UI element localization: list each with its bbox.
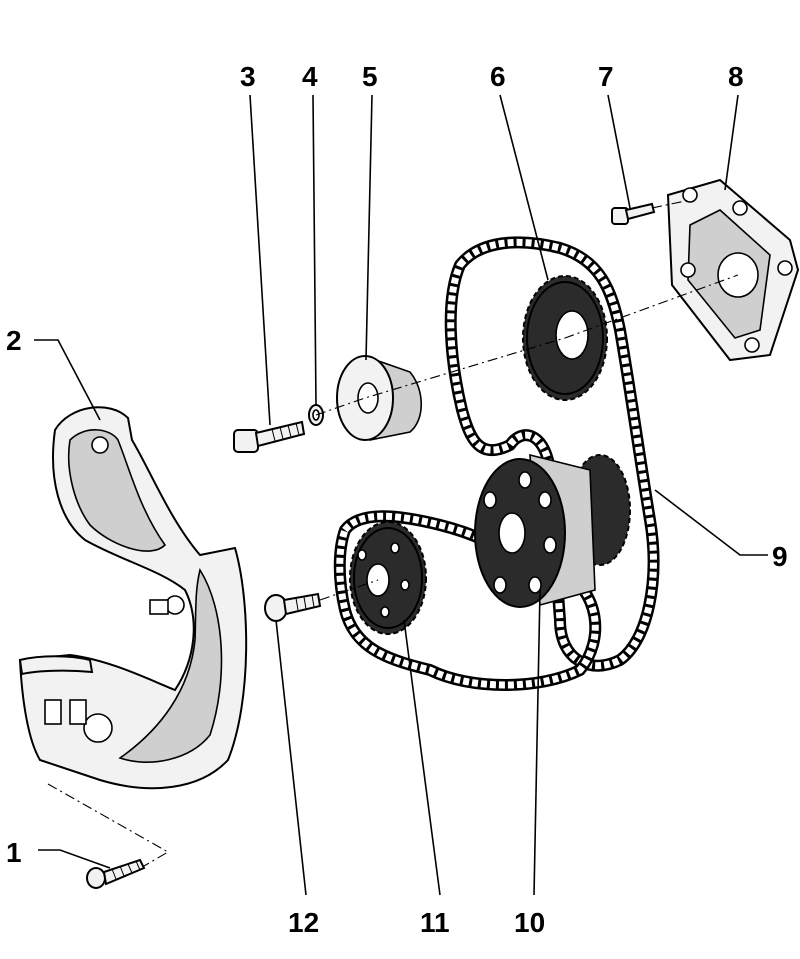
callout-7: 7 bbox=[598, 61, 614, 92]
axis-line-upper-bolt bbox=[651, 199, 691, 209]
axis-line-upper bbox=[315, 274, 739, 416]
cover-plate-8-part bbox=[666, 178, 800, 362]
callout-12: 12 bbox=[288, 907, 319, 938]
leader-4 bbox=[312, 94, 317, 406]
leader-12 bbox=[275, 619, 307, 896]
callout-2: 2 bbox=[6, 325, 22, 356]
bolt-1-axis-line bbox=[47, 783, 170, 867]
callout-labels: 1 2 3 4 5 6 7 8 9 10 11 12 bbox=[6, 61, 788, 938]
callout-9: 9 bbox=[772, 541, 788, 572]
leader-9 bbox=[654, 489, 768, 556]
upper-sprocket-6-part bbox=[522, 275, 608, 401]
crank-sprocket-11-part bbox=[349, 521, 427, 635]
leader-2 bbox=[34, 339, 101, 421]
bolt-7-part bbox=[611, 202, 656, 225]
leader-7 bbox=[607, 94, 631, 209]
callout-1: 1 bbox=[6, 837, 22, 868]
leader-8 bbox=[724, 94, 739, 191]
callout-10: 10 bbox=[514, 907, 545, 938]
callout-3: 3 bbox=[240, 61, 256, 92]
bolt-3-part bbox=[233, 420, 306, 453]
callout-4: 4 bbox=[302, 61, 318, 92]
camshaft-sprocket-10-part bbox=[474, 453, 631, 608]
leader-5 bbox=[365, 94, 373, 361]
leader-10 bbox=[533, 589, 541, 896]
leader-lines bbox=[34, 94, 768, 896]
bolt-1-part bbox=[86, 858, 146, 889]
leader-3 bbox=[249, 94, 271, 426]
chain-guide-part bbox=[18, 406, 248, 790]
bolt-12-part bbox=[264, 592, 322, 622]
drive-chain-part bbox=[333, 510, 602, 691]
callout-6: 6 bbox=[490, 61, 506, 92]
leader-11 bbox=[403, 619, 441, 896]
timing-chain-9-part bbox=[444, 236, 660, 672]
leader-1 bbox=[38, 849, 111, 869]
callout-11: 11 bbox=[420, 907, 450, 938]
leader-6 bbox=[499, 94, 549, 281]
bushing-5-part bbox=[336, 355, 422, 441]
callout-5: 5 bbox=[362, 61, 378, 92]
callout-8: 8 bbox=[728, 61, 744, 92]
